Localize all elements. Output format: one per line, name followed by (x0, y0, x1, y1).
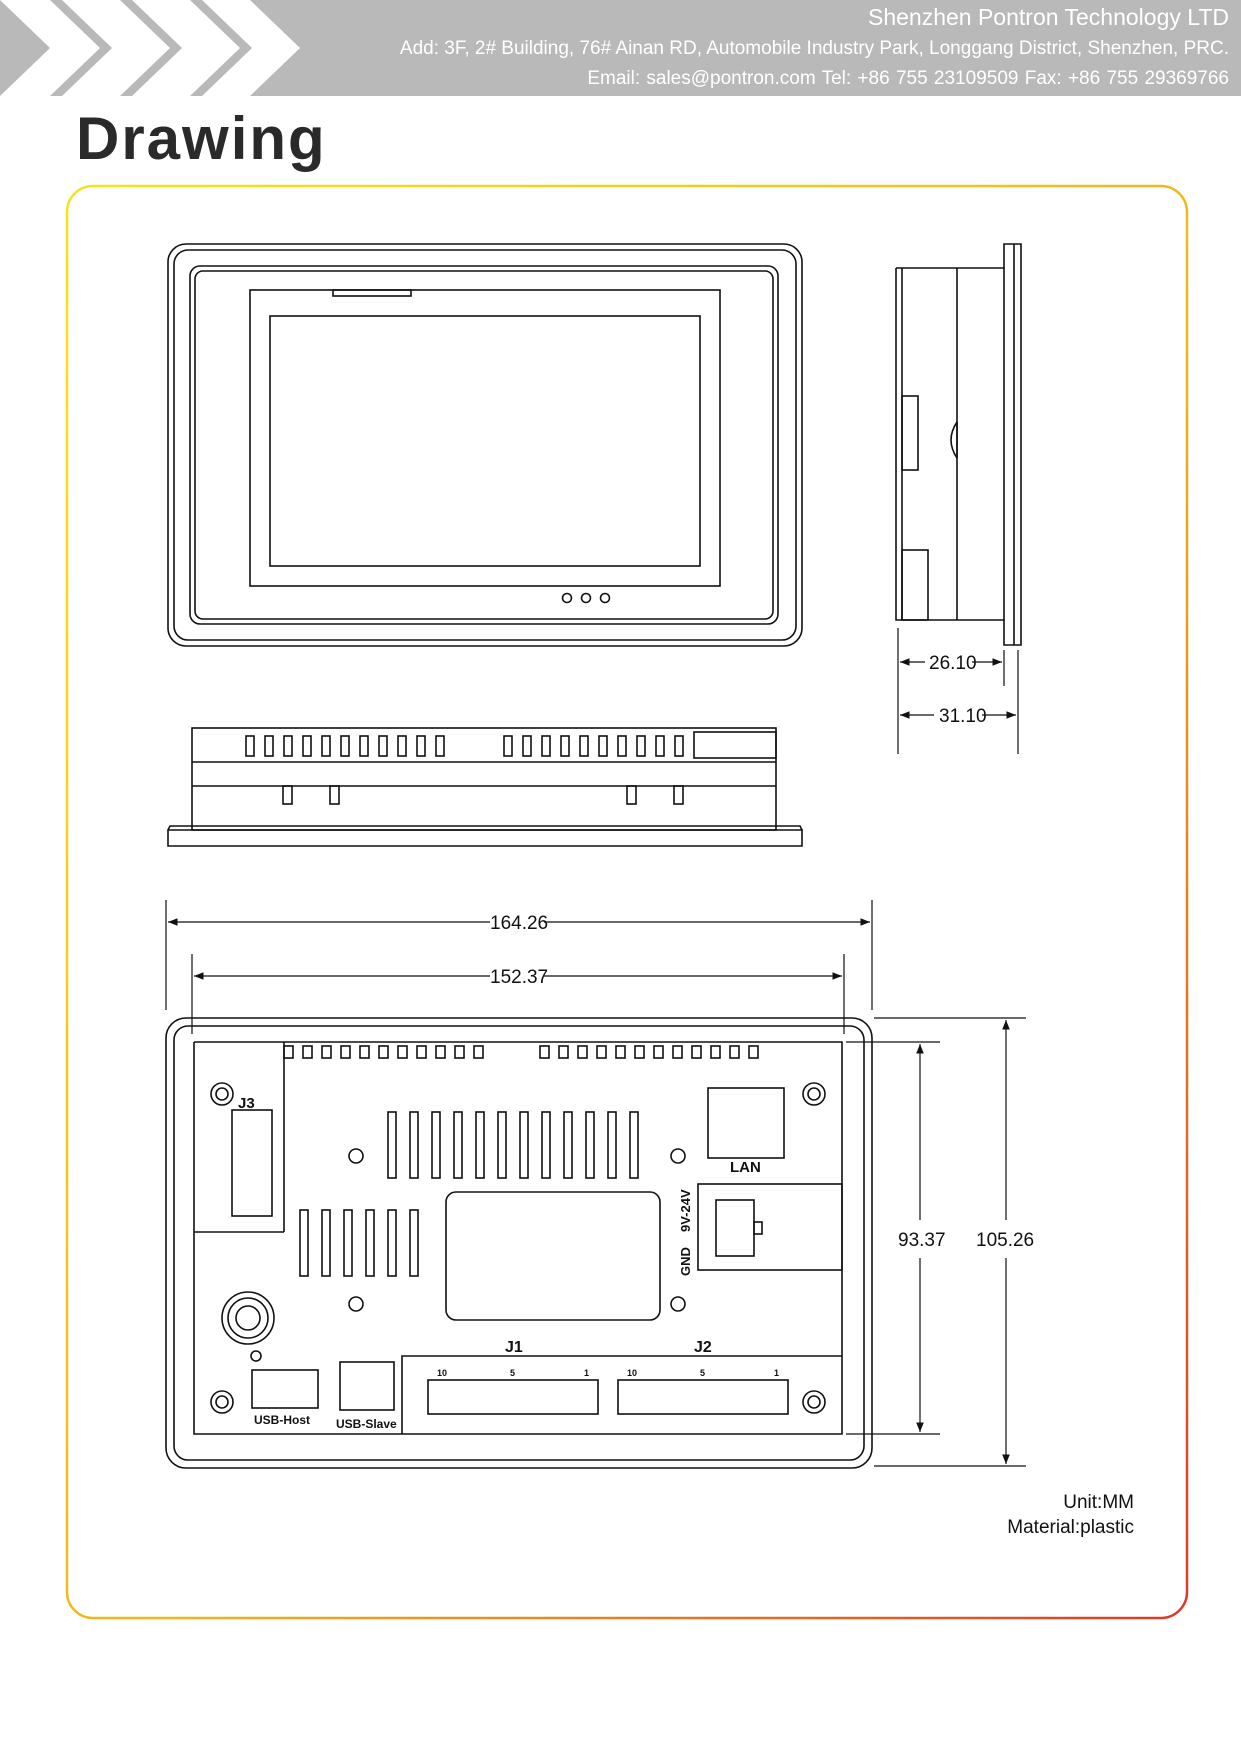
top-vent-slot (435, 1045, 446, 1059)
bottom-vent-slot (579, 735, 589, 757)
company-name: Shenzhen Pontron Technology LTD (867, 4, 1229, 30)
label-j2: J2 (694, 1339, 712, 1356)
label-gnd: GND (678, 1247, 693, 1276)
bottom-vent-slot (283, 735, 293, 757)
vent-slot (387, 1209, 397, 1277)
j1-pin-1: 1 (584, 1368, 589, 1378)
company-contact: Email: sales@pontron.com Tel: +86 755 23… (587, 68, 1229, 89)
bottom-vent-slot (435, 735, 445, 757)
j2-pin-10: 10 (627, 1368, 637, 1378)
dim-height-cutout: 93.37 (898, 1230, 946, 1251)
top-vent-slot (710, 1045, 721, 1059)
bottom-vent-slot (617, 735, 627, 757)
bottom-vent-slot (560, 735, 570, 757)
vent-slot (607, 1111, 617, 1179)
top-vent-slot (729, 1045, 740, 1059)
vent-slot (541, 1111, 551, 1179)
bottom-vent-slot (674, 735, 684, 757)
bottom-view (167, 727, 803, 847)
vent-slot (475, 1111, 485, 1179)
top-vent-slot (748, 1045, 759, 1059)
bottom-vent-slot (541, 735, 551, 757)
top-vent-slot (634, 1045, 645, 1059)
dim-depth-inner: 26.10 (929, 653, 977, 674)
back-view (165, 900, 1026, 1469)
bottom-vent-slot (636, 735, 646, 757)
top-vent-slot (615, 1045, 626, 1059)
j2-pin-5: 5 (700, 1368, 705, 1378)
top-vent-slot (321, 1045, 332, 1059)
j1-pin-5: 5 (510, 1368, 515, 1378)
top-vent-slot (672, 1045, 683, 1059)
vent-slot (409, 1111, 419, 1179)
vent-slot (409, 1209, 419, 1277)
unit-note: Unit:MM (1063, 1492, 1134, 1513)
top-vent-slot (454, 1045, 465, 1059)
j2-pin-1: 1 (774, 1368, 779, 1378)
label-usb-host: USB-Host (254, 1413, 310, 1427)
vent-slot (519, 1111, 529, 1179)
bottom-vent-slot (655, 735, 665, 757)
top-vent-slot (416, 1045, 427, 1059)
top-vent-slot (378, 1045, 389, 1059)
dim-height-total: 105.26 (976, 1230, 1034, 1251)
label-j3: J3 (238, 1095, 255, 1112)
top-vent-slot (577, 1045, 588, 1059)
bottom-vent-slot (503, 735, 513, 757)
vent-slot (387, 1111, 397, 1179)
vent-slot (321, 1209, 331, 1277)
company-address: Add: 3F, 2# Building, 76# Ainan RD, Auto… (399, 38, 1229, 59)
top-vent-slot (691, 1045, 702, 1059)
top-vent-slot (397, 1045, 408, 1059)
top-vent-slot (653, 1045, 664, 1059)
material-note: Material:plastic (1007, 1517, 1134, 1538)
dim-depth-total: 31.10 (939, 706, 987, 727)
top-vent-slot (359, 1045, 370, 1059)
dim-width-total: 164.26 (490, 913, 548, 934)
vent-slot (629, 1111, 639, 1179)
front-view (167, 243, 803, 647)
vent-slot (563, 1111, 573, 1179)
bottom-vent-slot (340, 735, 350, 757)
top-vent-slot (596, 1045, 607, 1059)
vent-slot (365, 1209, 375, 1277)
vent-slot (497, 1111, 507, 1179)
bottom-vent-slot (598, 735, 608, 757)
label-j1: J1 (505, 1339, 523, 1356)
bottom-vent-slot (264, 735, 274, 757)
vent-slot (431, 1111, 441, 1179)
vent-slot (343, 1209, 353, 1277)
j1-pin-10: 10 (437, 1368, 447, 1378)
vent-slot (453, 1111, 463, 1179)
bottom-vent-slot (397, 735, 407, 757)
top-vent-slot (539, 1045, 550, 1059)
bottom-vent-slot (378, 735, 388, 757)
bottom-vent-slot (359, 735, 369, 757)
top-vent-slot (302, 1045, 313, 1059)
page-title: Drawing (76, 105, 327, 172)
chevron-arrows-icon (0, 0, 300, 96)
side-view (895, 243, 1022, 754)
bottom-vent-slot (302, 735, 312, 757)
top-vent-slot (283, 1045, 294, 1059)
bottom-vent-slot (245, 735, 255, 757)
dim-width-cutout: 152.37 (490, 967, 548, 988)
top-vent-slot (473, 1045, 484, 1059)
top-vent-slot (558, 1045, 569, 1059)
label-power-voltage: 9V-24V (678, 1189, 693, 1232)
vent-slot (585, 1111, 595, 1179)
bottom-vent-slot (321, 735, 331, 757)
top-vent-slot (340, 1045, 351, 1059)
vent-slot (299, 1209, 309, 1277)
label-lan: LAN (730, 1159, 761, 1176)
bottom-vent-slot (522, 735, 532, 757)
bottom-vent-slot (416, 735, 426, 757)
label-usb-slave: USB-Slave (336, 1417, 397, 1431)
